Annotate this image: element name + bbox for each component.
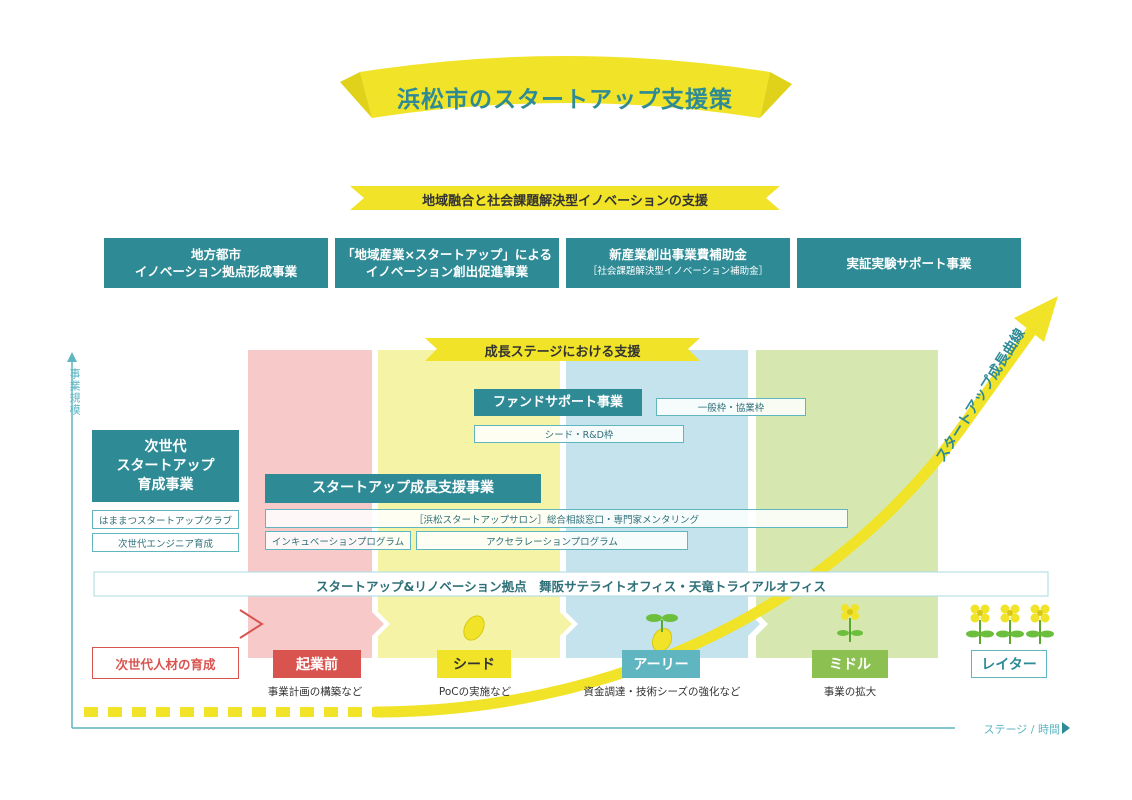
growth-banner: 成長ステージにおける支援 [484, 345, 641, 360]
program-subsidy: 新産業創出事業費補助金 ［社会課題解決型イノベーション補助金］ [566, 238, 790, 288]
page-title: 浜松市のスタートアップ支援策 [397, 87, 733, 113]
accelerator-program: アクセラレーションプログラム [416, 531, 688, 550]
section-banner: 地域融合と社会課題解決型イノベーションの支援 [422, 194, 708, 209]
sprout-icon [646, 614, 678, 653]
stage-later: レイター [971, 650, 1047, 678]
next-gen-line1: 次世代 [144, 438, 187, 455]
growth-support-box: スタートアップ成長支援事業 [265, 474, 541, 503]
program-line2: ［社会課題解決型イノベーション補助金］ [587, 266, 769, 277]
next-gen-line3: 育成事業 [137, 476, 194, 493]
stage-pre-startup: 起業前 [273, 650, 361, 678]
startup-salon: ［浜松スタートアップサロン］総合相談窓口・専門家メンタリング [265, 509, 848, 528]
stage-seed: シード [437, 650, 511, 678]
stage-column-pre [248, 350, 384, 658]
title-ribbon [360, 56, 770, 118]
program-line1: 地方都市 [190, 247, 241, 262]
x-axis-arrow [1062, 722, 1070, 734]
startup-club: はままつスタートアップクラブ [92, 510, 239, 529]
base-offices: スタートアップ&リノベーション拠点 舞阪サテライトオフィス・天竜トライアルオフィ… [315, 579, 827, 594]
base-band [93, 571, 1049, 597]
growth-banner-shape [425, 338, 700, 361]
stage-middle-desc: 事業の拡大 [823, 686, 877, 698]
next-gen-box: 次世代 スタートアップ 育成事業 [92, 430, 239, 502]
program-industry-startup: 「地域産業×スタートアップ」による イノベーション創出促進事業 [335, 238, 559, 288]
stage-middle: ミドル [812, 650, 888, 678]
program-demonstration: 実証実験サポート事業 [797, 238, 1021, 288]
section-banner-shape [350, 186, 780, 210]
program-line1: 実証実験サポート事業 [846, 255, 972, 271]
flower-cluster-icon [966, 604, 1054, 644]
program-line1: 「地域産業×スタートアップ」による [341, 247, 553, 262]
stage-early: アーリー [622, 650, 700, 678]
x-axis-label: ステージ / 時間 [983, 723, 1060, 736]
program-line1: 新産業創出事業費補助金 [609, 247, 747, 262]
bean-icon [463, 615, 485, 641]
program-line2: イノベーション拠点形成事業 [134, 264, 298, 279]
growth-curve-arrowhead [1014, 296, 1058, 342]
talent-box: 次世代人材の育成 [92, 647, 239, 679]
stage-early-desc: 資金調達・技術シーズの強化など [583, 686, 741, 698]
program-line2: イノベーション創出促進事業 [365, 264, 529, 279]
fund-support-box: ファンドサポート事業 [474, 389, 642, 416]
flower-icon [837, 604, 863, 642]
stage-seed-desc: PoCの実施など [438, 686, 512, 698]
next-gen-line2: スタートアップ [116, 457, 215, 474]
engineer-training: 次世代エンジニア育成 [92, 533, 239, 552]
incubation-program: インキュベーションプログラム [265, 531, 411, 550]
y-axis-label: 事業規模 [68, 368, 81, 416]
fund-general: 一般枠・協業枠 [656, 398, 806, 416]
stage-pre-startup-desc: 事業計画の構築など [267, 686, 363, 698]
program-regional-innovation: 地方都市 イノベーション拠点形成事業 [104, 238, 328, 288]
fund-seed: シード・R&D枠 [474, 425, 684, 443]
growth-curve [374, 326, 1037, 718]
